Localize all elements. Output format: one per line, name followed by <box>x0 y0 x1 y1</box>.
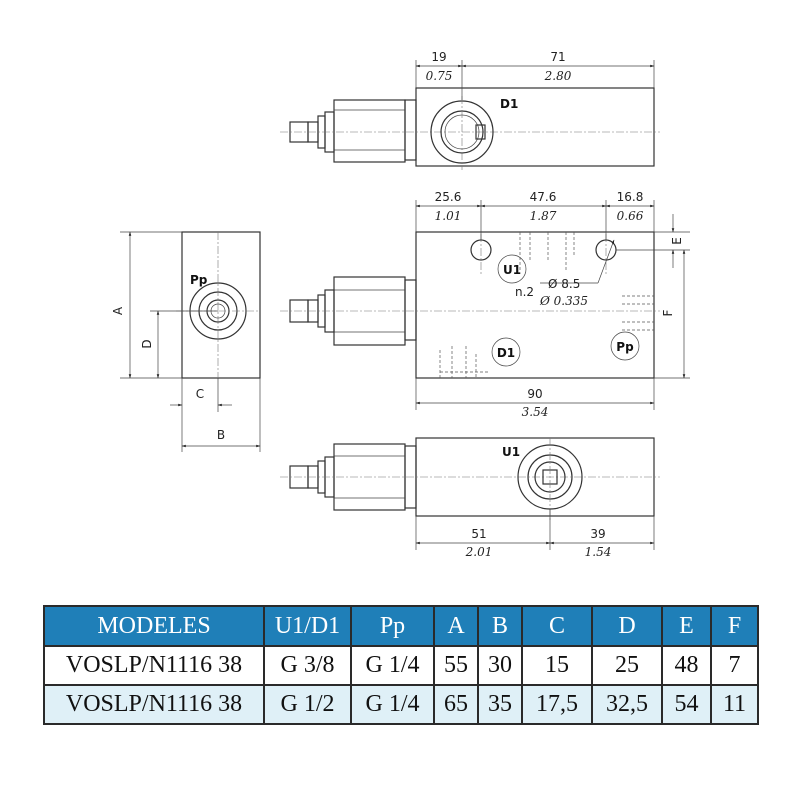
cell-c: 17,5 <box>521 684 593 725</box>
dim-47-6-mm: 47.6 <box>530 190 557 204</box>
port-marker-d1 <box>491 337 521 367</box>
dim-19-inch: 0.75 <box>426 69 453 83</box>
front-view: U1 D1 Pp Ø 8.5 n.2 Ø 0.335 25.6 1.01 47.… <box>280 190 690 419</box>
cell-pp: G 1/4 <box>350 684 435 725</box>
cell-d: 32,5 <box>591 684 663 725</box>
dim-d-label: D <box>140 339 154 348</box>
port-marker-u1 <box>497 254 527 284</box>
technical-drawing: D1 19 0.75 71 2.80 <box>111 50 690 559</box>
cell-pp: G 1/4 <box>350 645 435 686</box>
top-view-port-label: D1 <box>500 97 518 111</box>
cell-d: 25 <box>591 645 663 686</box>
front-port-d1-label: D1 <box>497 346 515 360</box>
cell-c: 15 <box>521 645 593 686</box>
dim-90-inch: 3.54 <box>522 405 549 419</box>
hole-dia-mm: Ø 8.5 <box>548 277 580 291</box>
header-modeles: MODELES <box>43 605 265 647</box>
dim-25-6-inch: 1.01 <box>435 209 462 223</box>
cell-e: 54 <box>661 684 712 725</box>
dim-25-6-mm: 25.6 <box>435 190 462 204</box>
cell-a: 55 <box>433 645 479 686</box>
dim-19-mm: 19 <box>431 50 446 64</box>
cell-u1-d1: G 3/8 <box>263 645 352 686</box>
side-view-port-label: Pp <box>190 273 208 287</box>
dim-71-mm: 71 <box>550 50 565 64</box>
port-marker-pp <box>610 331 640 361</box>
header-pp: Pp <box>350 605 435 647</box>
table-header-row: MODELES U1/D1 Pp A B C D E F <box>43 605 759 647</box>
dim-16-8-mm: 16.8 <box>617 190 644 204</box>
cell-b: 35 <box>477 684 523 725</box>
bottom-view-port-label: U1 <box>502 445 520 459</box>
side-view-body <box>181 231 261 379</box>
top-view-fitting <box>333 99 406 163</box>
models-table: MODELES U1/D1 Pp A B C D E F VOSLP/N1116… <box>43 605 759 725</box>
dim-51-inch: 2.01 <box>465 545 493 559</box>
front-port-pp-label: Pp <box>616 340 634 354</box>
dim-71-inch: 2.80 <box>544 69 572 83</box>
dim-39-mm: 39 <box>590 527 605 541</box>
header-d: D <box>591 605 663 647</box>
dim-16-8-inch: 0.66 <box>617 209 644 223</box>
dim-39-inch: 1.54 <box>585 545 612 559</box>
dim-f-label: F <box>661 309 675 316</box>
cell-model: VOSLP/N1116 38 <box>43 684 265 725</box>
table-row: VOSLP/N1116 38 G 3/8 G 1/4 55 30 15 25 4… <box>43 645 759 686</box>
cell-f: 7 <box>710 645 759 686</box>
dim-b-label: B <box>217 428 225 442</box>
top-view-body <box>415 87 655 167</box>
header-c: C <box>521 605 593 647</box>
cell-e: 48 <box>661 645 712 686</box>
header-b: B <box>477 605 523 647</box>
header-u1-d1: U1/D1 <box>263 605 352 647</box>
dim-47-6-inch: 1.87 <box>530 209 557 223</box>
dim-c-label: C <box>196 387 204 401</box>
dim-90-mm: 90 <box>527 387 542 401</box>
header-e: E <box>661 605 712 647</box>
cell-model: VOSLP/N1116 38 <box>43 645 265 686</box>
dim-a-label: A <box>111 306 125 315</box>
bottom-view: U1 51 2.01 39 1.54 <box>280 437 660 559</box>
header-f: F <box>710 605 759 647</box>
cell-b: 30 <box>477 645 523 686</box>
cell-u1-d1: G 1/2 <box>263 684 352 725</box>
hole-dia-inch: Ø 0.335 <box>539 294 588 308</box>
dim-51-mm: 51 <box>471 527 486 541</box>
cell-a: 65 <box>433 684 479 725</box>
hole-count: n.2 <box>515 285 534 299</box>
table-row: VOSLP/N1116 38 G 1/2 G 1/4 65 35 17,5 32… <box>43 684 759 725</box>
header-a: A <box>433 605 479 647</box>
side-view: Pp A D C B <box>111 231 261 452</box>
top-view: D1 19 0.75 71 2.80 <box>280 50 660 170</box>
front-port-u1-label: U1 <box>503 263 521 277</box>
cell-f: 11 <box>710 684 759 725</box>
dim-e-label: E <box>670 237 684 245</box>
